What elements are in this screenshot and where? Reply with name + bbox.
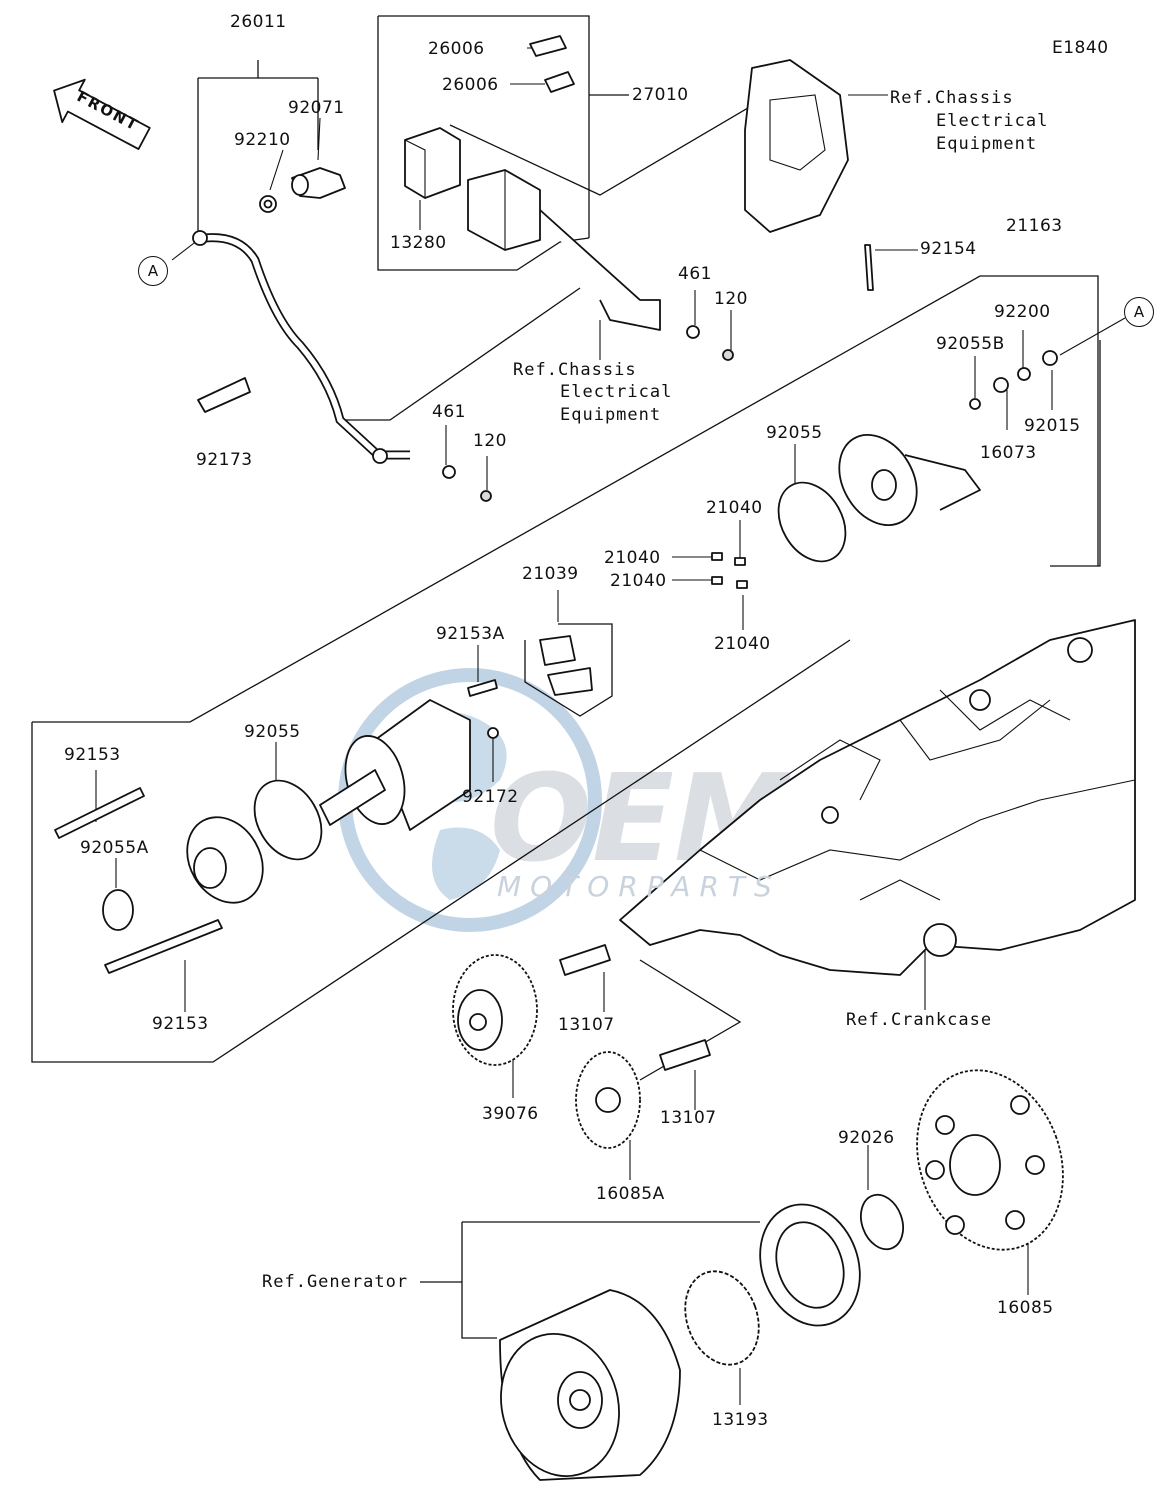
part-label: 13280 — [390, 233, 447, 253]
gear-16085a — [575, 1051, 641, 1149]
ref-label: Ref.Chassis — [890, 88, 1014, 108]
chassis-cover — [744, 59, 849, 233]
flywheel — [499, 1289, 681, 1481]
o-ring-lower — [253, 779, 323, 861]
starter-relay — [467, 169, 661, 331]
part-label: 92154 — [920, 239, 977, 259]
ref-label: Electrical — [560, 382, 673, 402]
diagram-code: E1840 — [1052, 38, 1109, 58]
part-label: 120 — [714, 289, 748, 309]
part-label: 92172 — [462, 787, 519, 807]
fuses — [529, 35, 575, 93]
part-label: 21040 — [610, 571, 667, 591]
part-label: 92153 — [64, 745, 121, 765]
part-label: 13193 — [712, 1410, 769, 1430]
part-label: 21039 — [522, 564, 579, 584]
ref-label: Ref.Crankcase — [846, 1010, 993, 1030]
part-label: 16073 — [980, 443, 1037, 463]
callout-a-left: A — [138, 256, 168, 286]
clutch-housing — [759, 1203, 861, 1327]
starter-cable — [192, 230, 410, 464]
crankcase — [619, 619, 1136, 976]
part-label: 26006 — [428, 39, 485, 59]
part-label: 13107 — [660, 1108, 717, 1128]
part-label: 16085A — [596, 1184, 665, 1204]
ref-label: Ref.Chassis — [513, 360, 637, 380]
part-label: 21040 — [706, 498, 763, 518]
part-label: 92153 — [152, 1014, 209, 1034]
part-label: 92071 — [288, 98, 345, 118]
part-label: 21040 — [714, 634, 771, 654]
shaft-13107b — [659, 1039, 711, 1071]
part-label: 92055 — [766, 423, 823, 443]
group-outlines — [31, 15, 1101, 1339]
part-label: 26011 — [230, 12, 287, 32]
ref-label: Ref.Generator — [262, 1272, 409, 1292]
o-ring-top — [777, 481, 847, 563]
bolt-92153a — [467, 679, 498, 697]
part-label: 21040 — [604, 548, 661, 568]
brush-springs — [711, 552, 748, 589]
part-label: 27010 — [632, 85, 689, 105]
front-cover — [186, 816, 264, 904]
part-label: 92210 — [234, 130, 291, 150]
part-label: 120 — [473, 431, 507, 451]
part-label: 92026 — [838, 1128, 895, 1148]
relay-cover — [404, 127, 461, 199]
front-arrow-icon — [53, 78, 151, 150]
screw-92172 — [487, 727, 499, 739]
part-label: 92173 — [196, 450, 253, 470]
part-label: 92055B — [936, 334, 1005, 354]
ref-label: Electrical — [936, 111, 1049, 131]
one-way-clutch — [684, 1270, 760, 1366]
part-label: 21163 — [1006, 216, 1063, 236]
part-label: 26006 — [442, 75, 499, 95]
starter-clutch-gear — [916, 1069, 1064, 1251]
brush-holder — [539, 635, 593, 696]
rear-cover — [838, 433, 981, 527]
part-label: 92015 — [1024, 416, 1081, 436]
leader-lines — [95, 47, 1126, 1405]
ref-label: Equipment — [936, 134, 1038, 154]
shaft-13107a — [559, 944, 611, 976]
part-label: 13107 — [558, 1015, 615, 1035]
starter-motor — [319, 699, 471, 831]
bolt-92154 — [864, 244, 874, 291]
long-bolts — [54, 787, 223, 974]
part-label: 92153A — [436, 624, 505, 644]
part-label: 92200 — [994, 302, 1051, 322]
idle-gear — [452, 954, 538, 1066]
callout-a-right: A — [1124, 297, 1154, 327]
part-label: 39076 — [482, 1104, 539, 1124]
part-label: 16085 — [997, 1298, 1054, 1318]
o-ring-92055a — [102, 889, 134, 931]
part-label: 461 — [432, 402, 466, 422]
part-label: 461 — [678, 264, 712, 284]
small-fasteners — [442, 325, 1058, 502]
terminal-boot — [291, 167, 346, 199]
clamp-92173 — [197, 377, 251, 413]
watermark-text: MOTORPARTS — [497, 870, 781, 903]
ref-label: Equipment — [560, 405, 662, 425]
part-label: 92055 — [244, 722, 301, 742]
washer-92026 — [860, 1193, 904, 1251]
part-label: 92055A — [80, 838, 149, 858]
